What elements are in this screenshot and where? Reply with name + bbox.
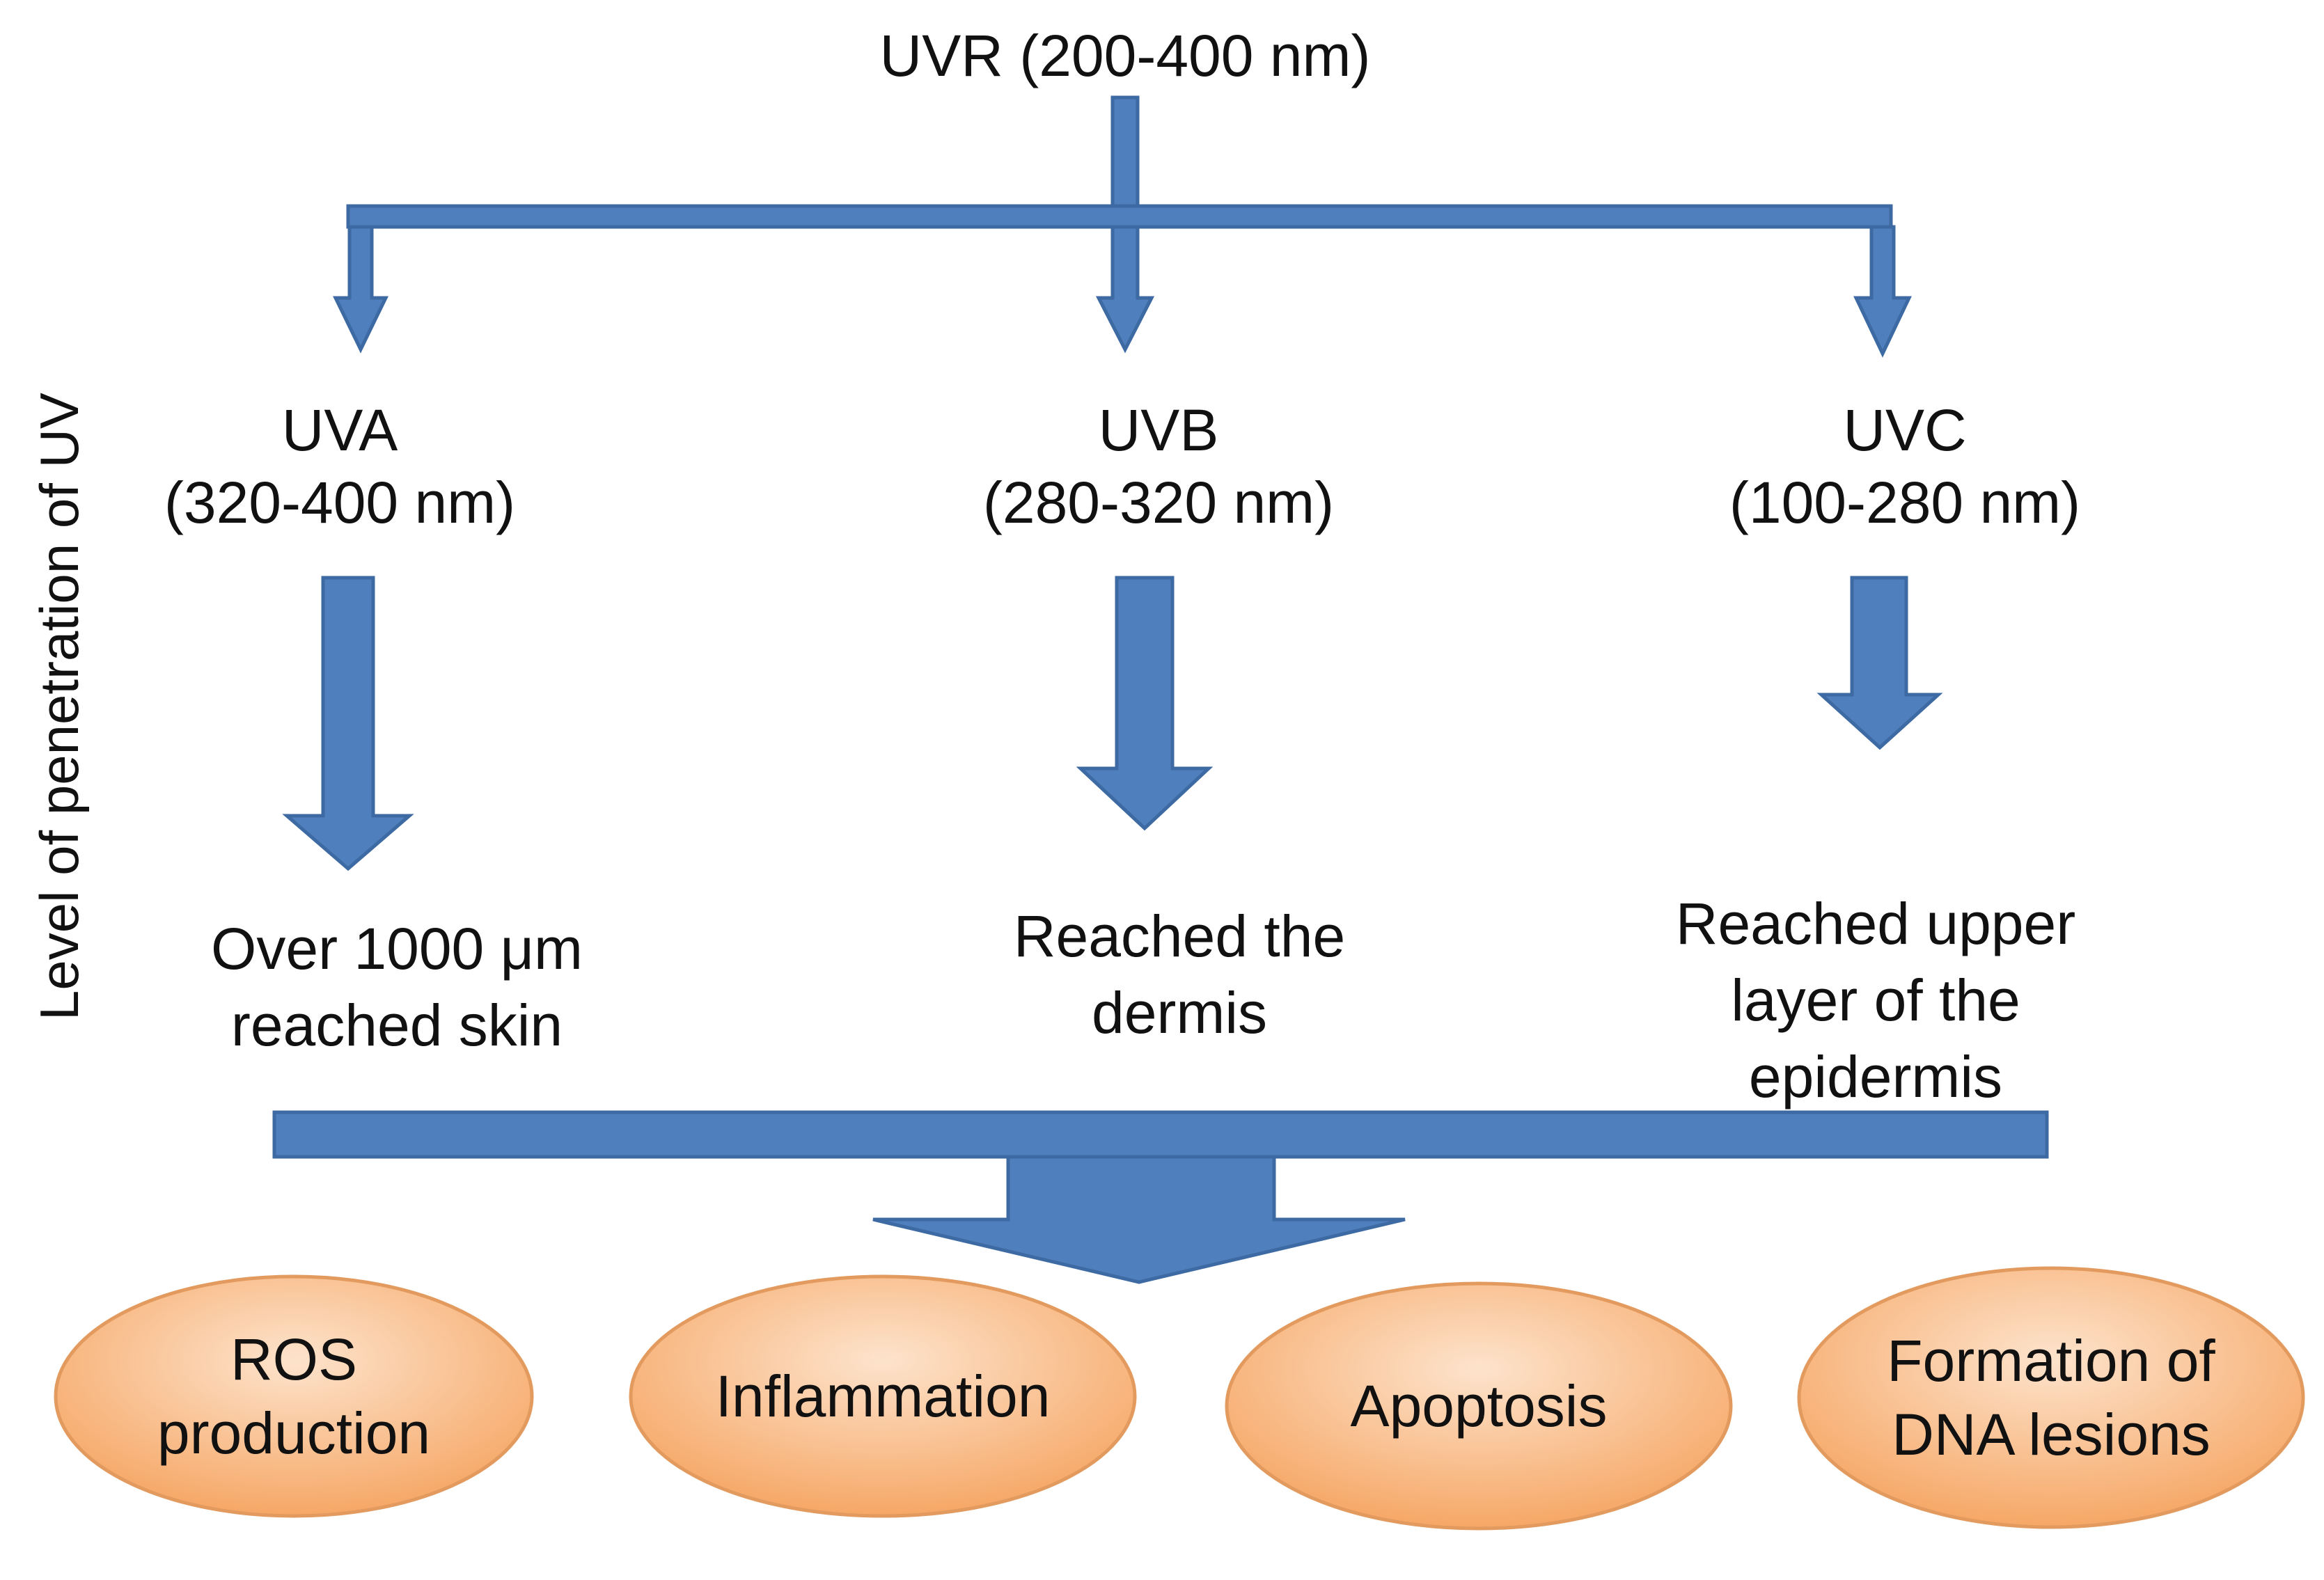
effect-oval-2	[629, 1274, 1137, 1518]
root-label: UVR (200-400 nm)	[879, 23, 1371, 88]
penetration-text-uva: Over 1000 μm reached skin	[211, 916, 583, 1058]
branch-name: UVA	[281, 397, 398, 463]
bottom-bar	[272, 1110, 2049, 1159]
branch-label-uvb: UVB (280-320 nm)	[983, 394, 1334, 539]
penetration-arrow-uvb	[1076, 576, 1214, 831]
effect-ros-production: ROS production	[157, 1327, 431, 1466]
branch-arrow-uvb	[1095, 225, 1155, 354]
top-bar	[346, 204, 1893, 229]
branch-arrow-uva	[333, 225, 388, 354]
branch-name: UVC	[1843, 397, 1967, 463]
branch-name: UVB	[1098, 397, 1219, 463]
effect-dna-lesions: Formation of DNA lesions	[1887, 1328, 2215, 1467]
axis-label: Level of penetration of UV	[29, 393, 90, 1020]
branch-range: (100-280 nm)	[1729, 470, 2081, 535]
effect-oval-4	[1797, 1266, 2305, 1529]
effect-oval-3	[1225, 1281, 1733, 1531]
combined-arrow	[872, 1155, 1406, 1284]
effect-apoptosis: Apoptosis	[1350, 1373, 1608, 1439]
branch-range: (320-400 nm)	[164, 470, 516, 535]
effect-oval-1	[54, 1274, 534, 1518]
penetration-arrow-uvc	[1816, 576, 1943, 750]
penetration-text-uvc: Reached upper layer of the epidermis	[1675, 891, 2076, 1109]
penetration-text-uvb: Reached the dermis	[1013, 903, 1346, 1045]
branch-arrow-uvc	[1853, 225, 1912, 358]
branch-label-uva: UVA (320-400 nm)	[164, 394, 515, 539]
effect-inflammation: Inflammation	[715, 1364, 1051, 1429]
branch-range: (280-320 nm)	[982, 470, 1335, 535]
penetration-arrow-uva	[282, 576, 414, 871]
branch-label-uvc: UVC (100-280 nm)	[1729, 394, 2080, 539]
